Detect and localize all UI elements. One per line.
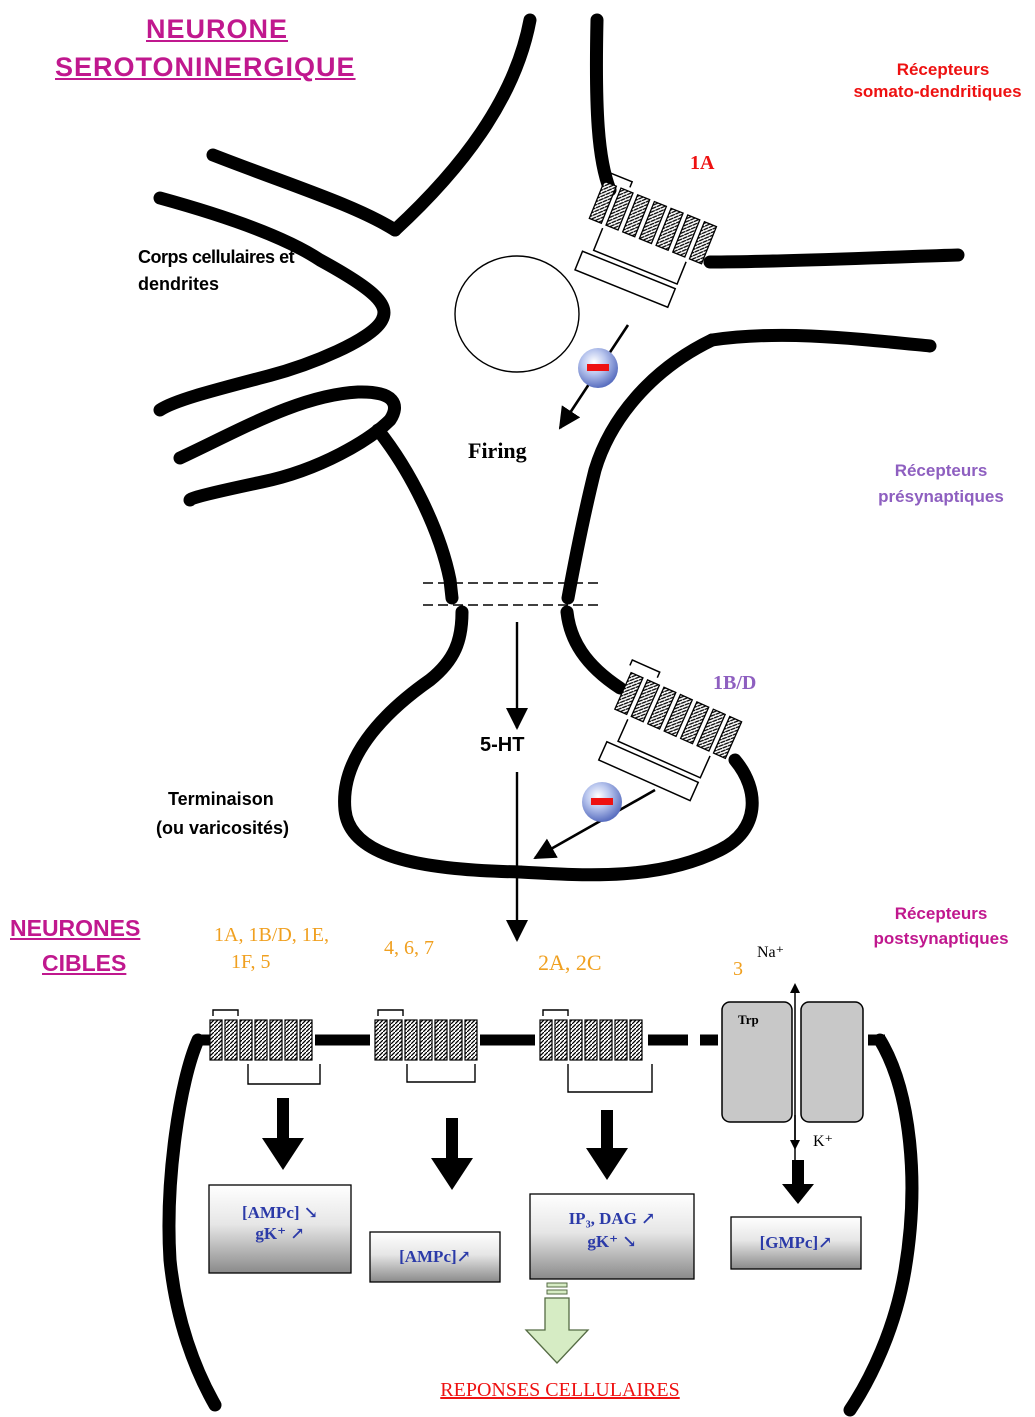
group4-label: 3 [733,958,743,981]
somato-receptors-line1: Récepteurs [852,60,1034,80]
terminal-label-line1: Terminaison [168,789,274,810]
effect-box-3-line2: gK⁺ ↘ [530,1232,694,1252]
firing-label: Firing [468,438,527,464]
receptor-1a-label: 1A [690,152,714,175]
dendrite-left [160,198,384,410]
postsyn-receptor-group1 [210,1010,320,1084]
sodium-label: Na⁺ [757,942,784,962]
somato-receptors-line2: somato-dendritiques [840,82,1035,102]
dendrite-fork [180,392,395,500]
outcome-arrow [526,1283,588,1363]
dendrite-right-lower [712,335,930,346]
channel-name-label: Trp [738,1012,759,1028]
presyn-title-line1: NEURONE [146,14,288,45]
postsyn-receptor-group3 [540,1010,652,1092]
soma-label-line2: dendrites [138,274,219,295]
inhibition-sign-terminal [582,782,622,822]
presyn-receptors-line1: Récepteurs [850,461,1032,481]
nucleus [455,256,579,372]
effect-box-1-line2: gK⁺ ↗ [209,1224,351,1244]
effect-box-1-line1: [AMPc] ↘ [209,1203,351,1223]
postsyn-receptor-group2 [375,1010,477,1082]
target-title-line2: CIBLES [42,950,126,977]
terminal-right-upper [567,612,620,688]
dendrite-top-left [395,20,530,230]
dendrite-top-right [596,20,610,190]
receptor-1bd-label: 1B/D [713,672,756,695]
postsyn-receptors-line1: Récepteurs [850,904,1032,924]
terminal-label-line2: (ou varicosités) [156,818,289,839]
group1-line1: 1A, 1B/D, 1E, [214,924,329,947]
group3-label: 2A, 2C [538,950,602,976]
effect-box-3-line1: IP₃, DAG ↗ [530,1209,694,1229]
soma-label-line1: Corps cellulaires et [138,247,294,268]
transmitter-label: 5-HT [480,734,524,757]
inhibition-sign-soma [578,348,618,388]
group1-line2: 1F, 5 [231,951,271,974]
target-title-line1: NEURONES [10,915,140,942]
receptor-1a-glyph [568,171,721,313]
effect-box-4-line1: [GMPc]↗ [731,1233,861,1253]
postsyn-receptors-line2: postsynaptiques [850,929,1032,949]
potassium-label: K⁺ [813,1131,833,1151]
axon-left-wall [378,430,452,598]
group2-label: 4, 6, 7 [384,937,434,960]
effect-box-2-line1: [AMPc]↗ [370,1247,500,1267]
outcome-label: REPONSES CELLULAIRES [380,1379,740,1402]
signalling-arrows [283,1098,798,1185]
dendrite-right [710,255,958,262]
presyn-title-line2: SEROTONINERGIQUE [55,52,356,83]
presyn-receptors-line2: présynaptiques [850,487,1032,507]
